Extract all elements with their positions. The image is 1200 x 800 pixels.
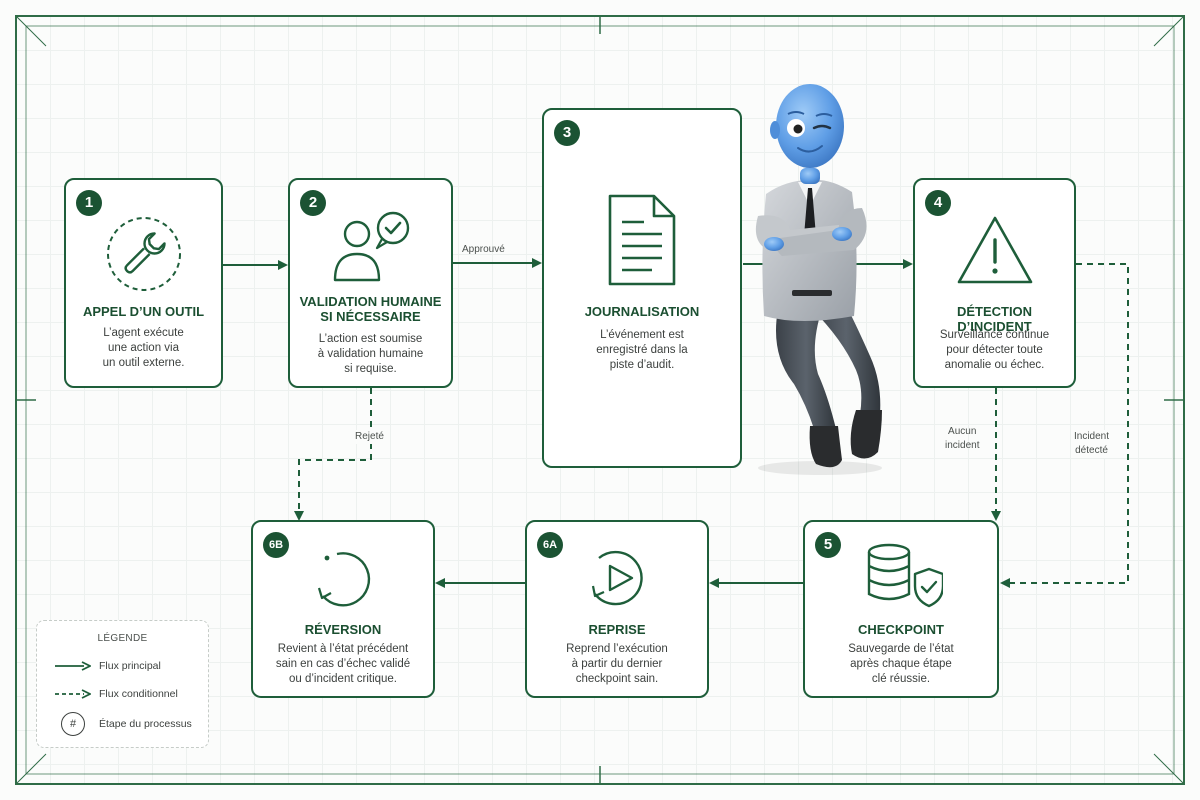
edge-4-to-5-incident xyxy=(1000,263,1129,588)
undo-icon xyxy=(317,552,371,607)
node-journalisation: 3 JOURNALISATION L’événement est enregis… xyxy=(542,108,742,468)
step-symbol-glyph: # xyxy=(69,718,77,730)
legend-row-main-flow: Flux principal xyxy=(55,655,161,677)
edge-label-rejete: Rejeté xyxy=(352,430,387,444)
node-title: REPRISE xyxy=(588,622,646,637)
node-description: L’action est soumise à validation humain… xyxy=(317,333,424,375)
legend-main-flow-label: Flux principal xyxy=(99,660,161,672)
node-validation-humaine: 2 VALIDATION HUMAINE SI NÉCESSAIRE L’act… xyxy=(288,178,453,388)
node-detection-incident: 4 DÉTECTION D’INCIDENT Surveillance cont… xyxy=(913,178,1076,388)
edge-label-aucun-incident: Aucun incident xyxy=(945,426,980,451)
step-badge: 5 xyxy=(815,532,841,558)
step-badge: 3 xyxy=(554,120,580,146)
document-icon xyxy=(608,194,676,286)
legend-row-step: # Étape du processus xyxy=(55,712,192,736)
edge-2-to-6b xyxy=(294,388,372,521)
step-symbol-icon: # xyxy=(61,712,85,736)
legend-title: LÉGENDE xyxy=(97,633,148,644)
database-shield-icon xyxy=(867,543,943,608)
node-title: VALIDATION HUMAINE SI NÉCESSAIRE xyxy=(299,294,442,324)
legend-step-label: Étape du processus xyxy=(99,718,192,730)
mascot-businessman xyxy=(755,84,882,475)
node-checkpoint: 5 CHECKPOINT Sauvegarde de l’état après … xyxy=(803,520,999,698)
node-reversion: 6B RÉVERSION Revient à l’état précédent … xyxy=(251,520,435,698)
node-reprise: 6A REPRISE Reprend l’exécution à partir … xyxy=(525,520,709,698)
node-title: RÉVERSION xyxy=(304,622,382,637)
node-description: Sauvegarde de l’état après chaque étape … xyxy=(848,643,954,685)
node-description: Surveillance continue pour détecter tout… xyxy=(939,329,1050,371)
node-description: Revient à l’état précédent sain en cas d… xyxy=(275,643,411,685)
legend-row-conditional-flow: Flux conditionnel xyxy=(55,683,178,705)
legend: LÉGENDE Flux principal Flux conditionnel… xyxy=(36,620,209,748)
node-description: L’événement est enregistré dans la piste… xyxy=(596,329,688,371)
node-appel-outil: 1 APPEL D’UN OUTIL L’agent exécute une a… xyxy=(64,178,223,388)
step-badge: 6A xyxy=(537,532,563,558)
step-badge: 4 xyxy=(925,190,951,216)
dashed-arrow-icon xyxy=(55,689,91,699)
legend-conditional-flow-label: Flux conditionnel xyxy=(99,688,178,700)
warning-icon xyxy=(957,216,1032,284)
step-badge: 6B xyxy=(263,532,289,558)
edge-label-incident-detecte: Incident détecté xyxy=(1072,430,1112,458)
node-title: DÉTECTION D’INCIDENT xyxy=(956,304,1033,334)
node-description: L’agent exécute une action via un outil … xyxy=(102,327,185,369)
solid-arrow-icon xyxy=(55,661,91,671)
node-title: APPEL D’UN OUTIL xyxy=(82,304,205,319)
play-circle-icon xyxy=(591,550,643,606)
page-frame xyxy=(15,15,1185,785)
wrench-icon xyxy=(106,217,181,291)
step-badge: 2 xyxy=(300,190,326,216)
node-title: JOURNALISATION xyxy=(584,304,700,319)
user-check-icon xyxy=(333,211,409,282)
node-title: CHECKPOINT xyxy=(858,622,944,637)
step-badge: 1 xyxy=(76,190,102,216)
edge-label-approuve: Approuvé xyxy=(462,244,505,255)
node-description: Reprend l’exécution à partir du dernier … xyxy=(566,643,668,685)
